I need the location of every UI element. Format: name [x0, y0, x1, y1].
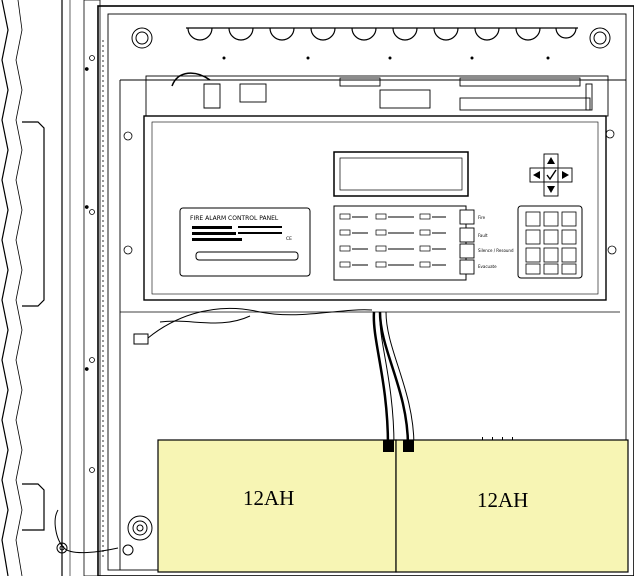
- door-mount-mark: ◎ ◎ ◎: [85, 66, 90, 372]
- function-keys: [459, 209, 475, 275]
- corner-screw-bottom-left: [127, 515, 153, 541]
- earth-lead: [54, 509, 119, 554]
- navigation-keypad: [529, 153, 573, 197]
- side-screws: [123, 129, 617, 255]
- led-indicator-panel: Fire Fault Silence / Resound Evacuate: [333, 205, 514, 281]
- led-labels: [352, 216, 446, 266]
- led-indicators: [339, 213, 431, 268]
- corner-screw-top-left: [131, 27, 153, 49]
- svg-text:◎: ◎: [85, 204, 89, 209]
- lcd-display: [333, 151, 469, 197]
- battery-terminals: [383, 440, 414, 452]
- silence-key: [459, 243, 475, 259]
- corner-screw-top-right: [589, 27, 611, 49]
- numeric-keypad: [517, 205, 583, 279]
- cable-knockouts: [186, 27, 578, 41]
- lower-wiring: [120, 307, 620, 345]
- silence-label: Silence / Resound: [478, 248, 514, 253]
- terminal-block-right: [459, 77, 591, 111]
- earth-stud: [122, 544, 134, 556]
- label-plate: FIRE ALARM CONTROL PANEL CE: [179, 207, 311, 277]
- fault-label: Fault: [478, 233, 488, 238]
- svg-text:◎: ◎: [85, 66, 89, 71]
- battery-left: 12AH: [157, 439, 397, 573]
- terminal-block-left: [339, 77, 431, 109]
- panel-title: FIRE ALARM CONTROL PANEL: [190, 215, 279, 222]
- fire-key: [459, 209, 475, 225]
- check-mark-icon: [546, 169, 557, 181]
- fire-label: Fire: [478, 215, 486, 220]
- battery-leads: [372, 311, 415, 447]
- fixing-holes: [222, 56, 550, 60]
- plate-small-print: [192, 226, 282, 241]
- hinge-screw: [89, 55, 95, 473]
- door-hinges: ◎ ◎ ◎: [54, 0, 119, 576]
- battery-left-label: 12AH: [243, 486, 294, 510]
- battery-right-label: 12AH: [477, 488, 528, 512]
- ce-mark: CE: [286, 236, 292, 242]
- evacuate-key: [459, 259, 475, 275]
- battery-right: 12AH: [395, 439, 629, 573]
- fault-key: [459, 227, 475, 243]
- cabinet-door: [1, 0, 71, 576]
- battery-top-marks: [482, 437, 513, 440]
- evacuate-label: Evacuate: [478, 264, 497, 269]
- svg-text:◎: ◎: [85, 366, 89, 371]
- nav-arrows: [533, 157, 569, 193]
